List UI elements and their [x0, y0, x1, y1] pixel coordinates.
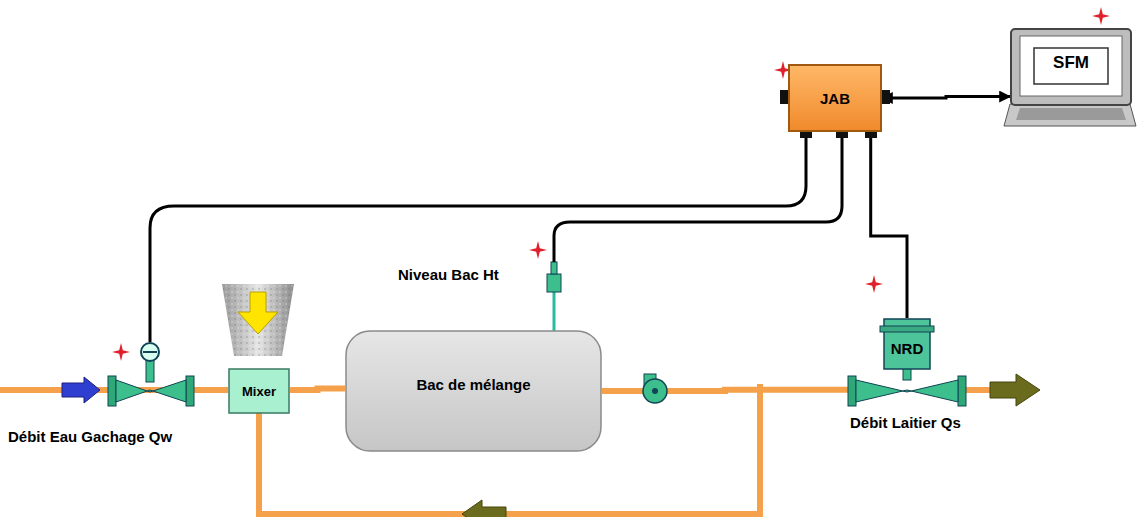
- box-outline: [789, 65, 881, 131]
- signal-link: [871, 132, 907, 318]
- signal-wire: [150, 134, 806, 342]
- node-label: Mixer: [242, 384, 276, 399]
- box-outline: [229, 369, 289, 413]
- pump-symbol: [643, 374, 667, 403]
- red-star: [1092, 7, 1110, 25]
- screen-window: [1034, 48, 1108, 84]
- node-label: JAB: [820, 90, 850, 107]
- meter-neck: [903, 368, 911, 380]
- meter-flange: [958, 376, 966, 406]
- recirculation-arrow: [462, 500, 506, 517]
- screen-glass: [1020, 36, 1122, 96]
- flow-label: Niveau Bac Ht: [398, 266, 499, 283]
- flow-label: Débit Laitier Qs: [850, 414, 961, 431]
- laptop-base: [1004, 104, 1136, 126]
- meter-head-rim: [880, 326, 934, 332]
- node-label: SFM: [1053, 53, 1089, 73]
- meter-body: [856, 380, 958, 402]
- inlet-arrow: [62, 377, 100, 403]
- meter-flange: [848, 376, 856, 406]
- sensor-star: [112, 7, 1110, 361]
- process-pipe: [290, 389, 345, 391]
- flowmeter-nrd: NRD: [848, 318, 966, 410]
- red-star: [529, 241, 547, 259]
- signal-wire: [554, 134, 842, 262]
- process-pipe: [602, 390, 848, 391]
- cement-hopper: [222, 284, 294, 356]
- tank-outline: [346, 331, 601, 451]
- computer-screen: SFM: [1010, 28, 1132, 106]
- node-label: Bac de mélange: [416, 376, 530, 393]
- node-outline: [848, 318, 966, 410]
- red-star: [112, 343, 130, 361]
- controller-box: JAB: [788, 64, 882, 132]
- signal-link: [882, 97, 1010, 98]
- red-star: [865, 275, 883, 293]
- outlet-pipe: [966, 387, 990, 393]
- mixing-tank: Bac de mélange: [345, 330, 602, 452]
- outlet-arrow: [990, 374, 1040, 406]
- mixer-box: Mixer: [228, 368, 290, 414]
- node-label: NRD: [891, 340, 924, 357]
- flow-label: Débit Eau Gachage Qw: [8, 428, 172, 445]
- screen-frame: [1011, 29, 1131, 105]
- water-flowmeter: [108, 343, 194, 406]
